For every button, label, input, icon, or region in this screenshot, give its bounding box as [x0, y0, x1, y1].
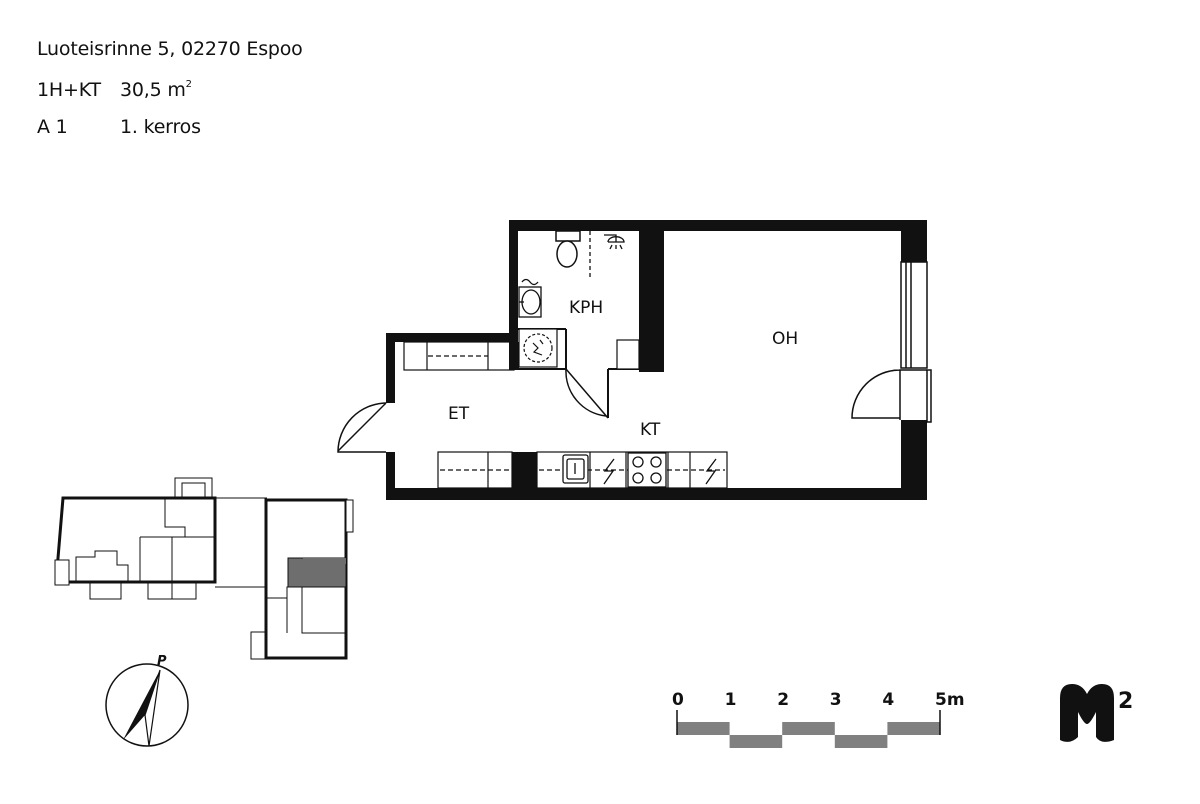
address-text: Luoteisrinne 5, 02270 Espoo	[37, 38, 303, 60]
sink-icon	[518, 278, 542, 318]
scale-tick-label: 2	[777, 690, 789, 710]
site-key-plan	[54, 477, 354, 660]
room-label-et: ET	[448, 404, 470, 424]
door-bathroom	[565, 368, 609, 419]
room-label-kph: KPH	[569, 298, 603, 318]
room-label-kt: KT	[640, 420, 661, 440]
scale-segment	[782, 722, 835, 735]
floor-text: 1. kerros	[120, 116, 201, 138]
scale-bar: 0 1 2 3 4 5m	[672, 690, 965, 748]
m2-logo-icon: 2	[1060, 684, 1133, 742]
compass-icon: P	[105, 654, 189, 747]
area-value: 30,5 m	[120, 79, 186, 101]
exterior-walls	[386, 220, 927, 500]
kitchen-sink-icon	[562, 454, 589, 484]
scale-tick-label: 3	[830, 690, 842, 710]
scale-segment	[834, 735, 888, 748]
area-superscript: 2	[185, 78, 192, 90]
apartment-number: A 1	[37, 116, 68, 138]
scale-segment	[677, 722, 730, 735]
scale-segment	[729, 735, 783, 748]
scale-tick-label: 4	[882, 690, 894, 710]
bathroom-cabinet	[616, 339, 640, 370]
hallway-closet	[403, 341, 515, 371]
door-entrance	[337, 402, 387, 453]
room-label-oh: OH	[772, 329, 798, 349]
logo-superscript: 2	[1118, 689, 1133, 714]
scale-tick-label: 5m	[935, 690, 965, 710]
apartment-area: 30,5 m2	[120, 79, 192, 101]
door-living-room	[851, 369, 932, 423]
window-right	[900, 261, 928, 369]
washing-machine-icon	[518, 328, 558, 368]
apartment-type: 1H+KT	[37, 79, 101, 101]
scale-segments	[676, 710, 941, 748]
appliance-lightning-icon	[603, 458, 717, 485]
scale-segment	[887, 722, 940, 735]
scale-tick-labels: 0 1 2 3 4 5m	[672, 690, 965, 710]
toilet-icon	[555, 230, 581, 268]
stove-icon	[627, 452, 667, 488]
scale-tick-label: 0	[672, 690, 684, 710]
floor-plan: KPH OH ET KT	[337, 220, 932, 500]
scale-tick-label: 1	[725, 690, 737, 710]
shower-icon	[589, 231, 625, 280]
compass-north-label: P	[157, 654, 167, 669]
